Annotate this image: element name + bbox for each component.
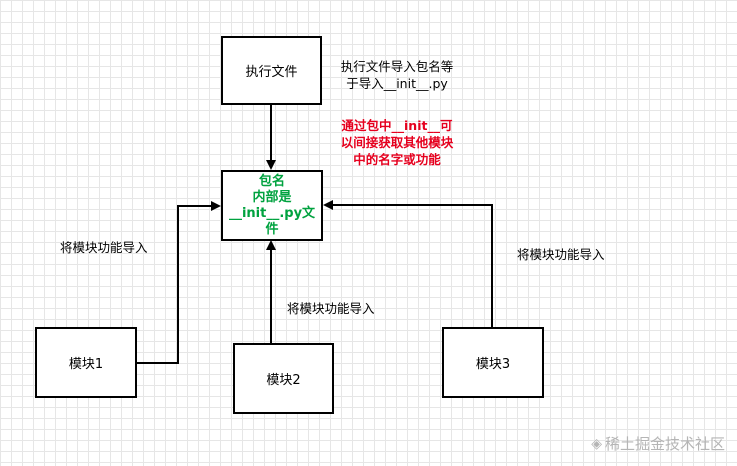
red-note-line2: 以间接获取其他模块	[340, 135, 454, 150]
package-file-label: 件	[265, 221, 279, 237]
module2-box[interactable]: 模块2	[233, 343, 334, 414]
juejin-icon: ◈	[591, 435, 602, 452]
watermark: ◈ 稀土掘金技术社区	[591, 433, 725, 454]
import-label-right: 将模块功能导入	[517, 247, 605, 262]
exec-note: 执行文件导入包名等 于导入__init__.py	[333, 58, 461, 92]
exec-file-box[interactable]: 执行文件	[221, 36, 322, 105]
import-label-left: 将模块功能导入	[60, 240, 148, 255]
watermark-text: 稀土掘金技术社区	[604, 435, 725, 453]
arrow-module1-to-package	[137, 201, 221, 364]
module2-label: 模块2	[266, 373, 301, 388]
red-note-line3: 中的名字或功能	[353, 152, 441, 167]
module3-label: 模块3	[475, 357, 511, 372]
module1-box[interactable]: 模块1	[35, 327, 137, 398]
package-init-label: __init__.py文	[228, 205, 316, 221]
red-note: 通过包中__init__可 以间接获取其他模块 中的名字或功能	[333, 117, 461, 168]
red-note-line1: 通过包中__init__可	[341, 118, 453, 133]
arrow-module3-to-package	[323, 200, 493, 327]
module1-label: 模块1	[68, 357, 104, 372]
module3-box[interactable]: 模块3	[442, 327, 544, 398]
exec-note-line1: 执行文件导入包名等	[340, 59, 454, 74]
import-label-middle: 将模块功能导入	[287, 301, 375, 316]
package-name-label: 包名	[258, 173, 285, 189]
package-box[interactable]: 包名 内部是 __init__.py文 件	[221, 170, 323, 241]
exec-file-label: 执行文件	[245, 65, 298, 80]
package-inner-label: 内部是	[252, 189, 292, 205]
exec-note-line2: 于导入__init__.py	[346, 76, 448, 91]
